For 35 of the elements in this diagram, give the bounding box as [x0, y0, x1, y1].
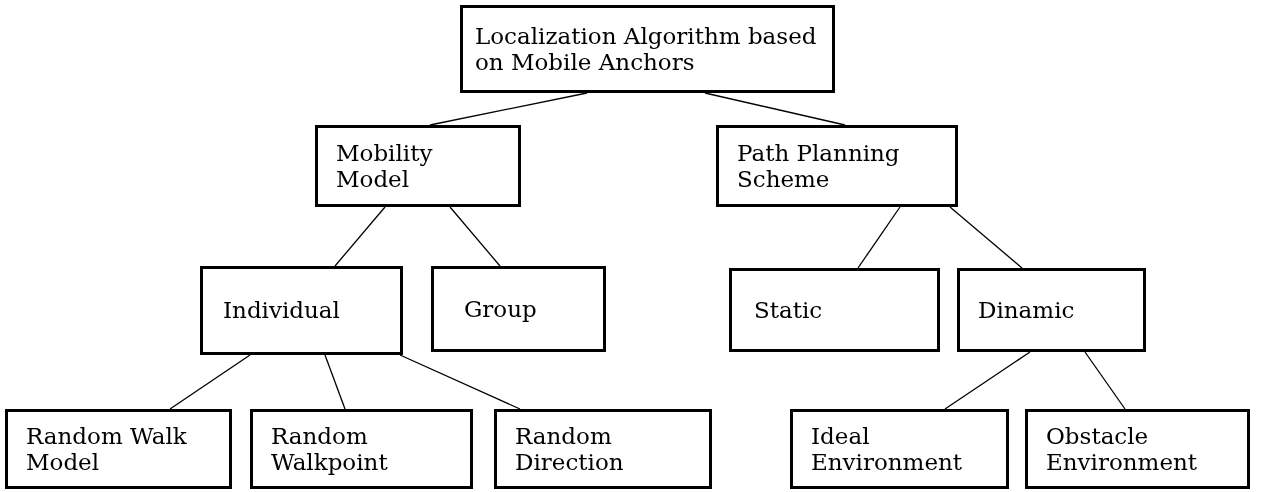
category-box	[1025, 409, 1250, 489]
box-label: Localization Algorithm based on Mobile Anchors	[475, 22, 818, 76]
connector-line	[169, 354, 251, 410]
box-label: Random Walk Model	[26, 422, 188, 476]
category-box	[5, 409, 232, 489]
connector-line	[334, 206, 386, 267]
category-box	[431, 266, 606, 352]
box-label: Individual	[223, 297, 340, 324]
box-label: Random Direction	[515, 422, 625, 476]
category-box	[460, 5, 835, 93]
connector-line	[429, 92, 588, 126]
connector-line	[399, 354, 521, 410]
category-box	[494, 409, 712, 489]
connector-line	[857, 206, 901, 269]
box-label: Obstacle Environment	[1046, 422, 1199, 476]
connector-line	[324, 354, 346, 410]
category-box	[315, 125, 521, 207]
category-box	[957, 268, 1146, 352]
connector-line	[449, 206, 501, 267]
box-label: Random Walkpoint	[271, 422, 389, 476]
category-box	[716, 125, 958, 207]
connector-line	[949, 206, 1023, 269]
category-box	[790, 409, 1009, 489]
connector-line	[1084, 351, 1126, 410]
category-box	[250, 409, 473, 489]
category-box	[729, 268, 940, 352]
box-label: Dinamic	[978, 296, 1075, 324]
box-label: Mobility Model	[336, 139, 434, 193]
box-label: Path Planning Scheme	[737, 139, 901, 193]
box-label: Group	[464, 295, 537, 323]
connector-line	[704, 92, 846, 126]
category-box	[200, 266, 403, 355]
connector-line	[944, 351, 1031, 410]
box-label: Static	[754, 296, 823, 324]
box-label: Ideal Environment	[811, 422, 964, 476]
